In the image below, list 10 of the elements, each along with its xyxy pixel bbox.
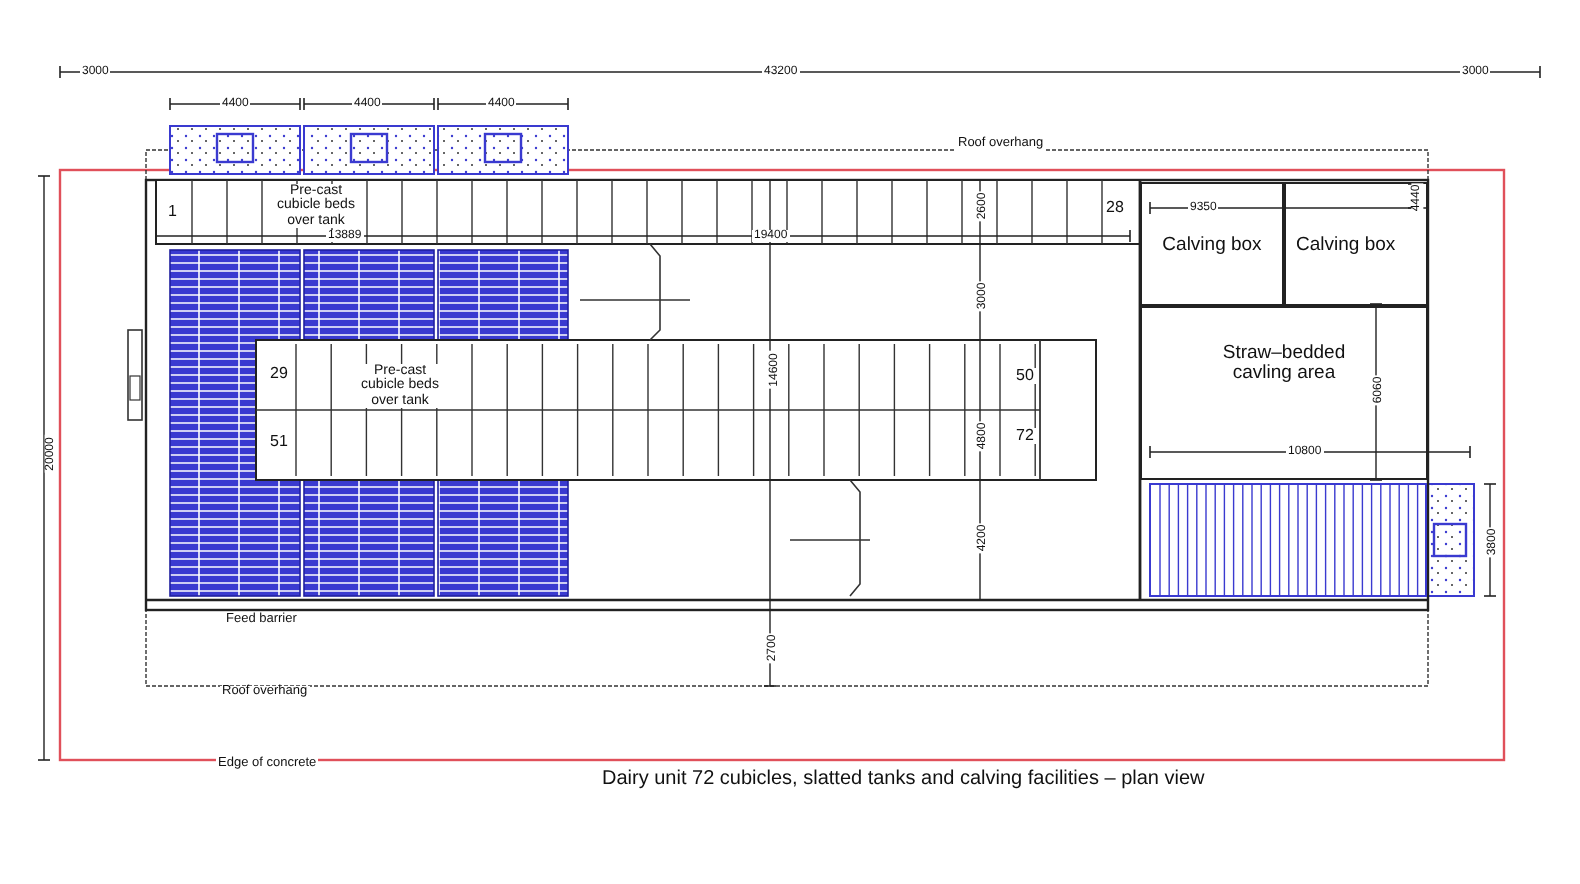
cubicle-number: 51 [268,434,290,450]
cubicle-number: 72 [1014,428,1036,444]
area-label: Calving box [1162,233,1262,255]
caption: Dairy unit 72 cubicles, slatted tanks and calving facilities – plan view [600,770,1207,790]
cubicle-number: 1 [166,204,179,220]
cubicle-number: 28 [1104,200,1126,216]
cubicle-number: 50 [1014,368,1036,384]
cubicle-number: 29 [268,366,290,382]
area-label: Straw–bedded cavling area [1220,344,1348,384]
area-label: Calving box [1296,233,1396,255]
